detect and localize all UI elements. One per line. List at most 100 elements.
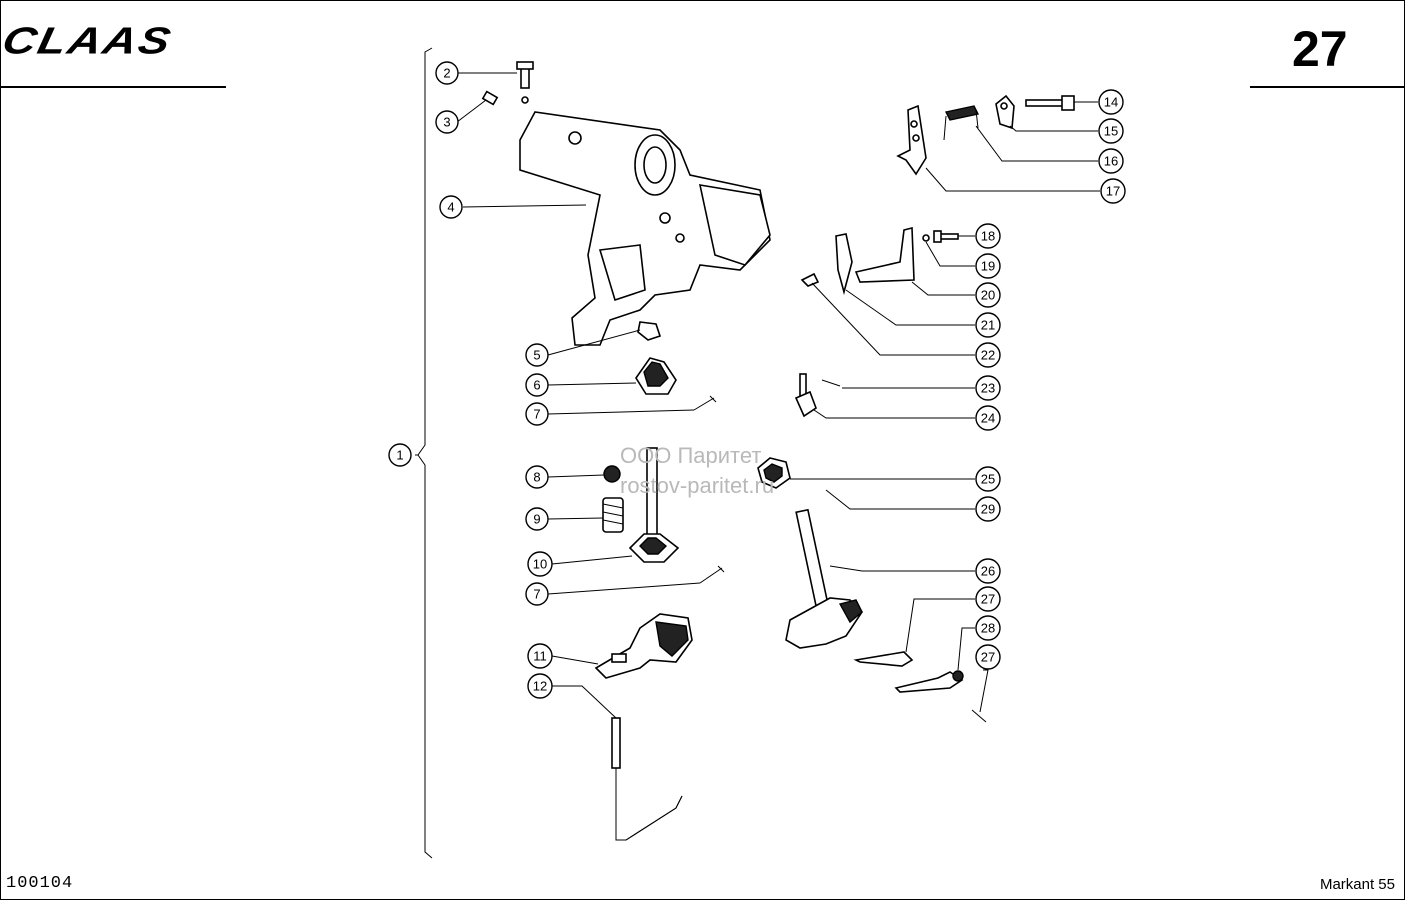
svg-text:26: 26 — [981, 564, 995, 579]
svg-text:21: 21 — [981, 318, 995, 333]
fork-shaft-part-26 — [785, 508, 864, 649]
svg-text:9: 9 — [533, 512, 540, 527]
callout-5: 5 — [525, 343, 549, 367]
callout-15: 15 — [1098, 118, 1124, 144]
bolt-part-14 — [1025, 95, 1075, 111]
svg-text:10: 10 — [533, 557, 547, 572]
svg-text:19: 19 — [981, 259, 995, 274]
leader-lines — [456, 72, 1100, 719]
svg-text:4: 4 — [447, 200, 454, 215]
hook-rod-part-12 — [611, 717, 683, 841]
page-number: 27 — [1292, 21, 1348, 77]
catch-part-24 — [794, 373, 817, 418]
callout-10: 10 — [527, 551, 553, 577]
callout-9: 9 — [525, 507, 549, 531]
svg-text:20: 20 — [981, 288, 995, 303]
spring-part-16 — [943, 105, 980, 141]
pin-part-27c — [971, 709, 987, 723]
callout-16: 16 — [1098, 148, 1124, 174]
callout-6: 6 — [525, 373, 549, 397]
svg-text:27: 27 — [981, 650, 995, 665]
svg-text:6: 6 — [533, 378, 540, 393]
rivet-part-22 — [800, 272, 820, 287]
callout-12: 12 — [527, 673, 553, 699]
callout-7a: 7 — [525, 402, 549, 426]
watermark: ООО Паритет rostov-paritet.ru — [620, 441, 774, 501]
bolt-part-2 — [516, 61, 534, 89]
pin-part-7a — [693, 395, 717, 411]
washer-part-19 — [922, 234, 930, 242]
knife-part-21 — [835, 233, 853, 296]
callout-2: 2 — [435, 61, 459, 85]
svg-text:14: 14 — [1104, 95, 1118, 110]
header-rule-right — [1250, 86, 1405, 88]
callout-7b: 7 — [525, 582, 549, 606]
model-name: Markant 55 — [1319, 876, 1395, 893]
svg-text:18: 18 — [981, 229, 995, 244]
watermark-line-2: rostov-paritet.ru — [620, 473, 775, 498]
callout-11: 11 — [527, 643, 553, 669]
bracket-part-20 — [854, 226, 915, 283]
svg-text:24: 24 — [981, 411, 995, 426]
nut-part-25 — [757, 457, 791, 489]
svg-text:7: 7 — [533, 587, 540, 602]
bevel-gear-part-6 — [635, 357, 677, 395]
document-id: 100104 — [6, 874, 74, 893]
callout-25: 25 — [975, 466, 1001, 492]
pin-part-7b — [699, 565, 725, 584]
callout-1: 1 — [388, 443, 412, 467]
svg-text:25: 25 — [981, 472, 995, 487]
svg-text:23: 23 — [981, 381, 995, 396]
lever-part-27a — [853, 651, 914, 667]
shaft-part-10 — [628, 447, 680, 563]
callout-24: 24 — [975, 405, 1001, 431]
callout-27a: 27 — [975, 586, 1001, 612]
svg-text:15: 15 — [1104, 124, 1118, 139]
svg-text:16: 16 — [1104, 154, 1118, 169]
callout-22: 22 — [975, 342, 1001, 368]
callout-19: 19 — [975, 253, 1001, 279]
svg-text:22: 22 — [981, 348, 995, 363]
svg-text:12: 12 — [533, 679, 547, 694]
callout-3: 3 — [435, 110, 459, 134]
callout-29: 29 — [975, 496, 1001, 522]
assembly-bracket — [417, 47, 433, 859]
knife-part-17 — [896, 104, 927, 176]
svg-text:5: 5 — [533, 348, 540, 363]
svg-text:17: 17 — [1106, 184, 1120, 199]
ball-part-8 — [603, 465, 621, 483]
header-rule-left — [0, 86, 226, 88]
clip-part-5 — [637, 321, 662, 341]
callout-21: 21 — [975, 312, 1001, 338]
svg-text:3: 3 — [443, 115, 450, 130]
washer-part — [521, 96, 529, 104]
svg-text:11: 11 — [533, 649, 547, 664]
spring-part-9 — [602, 497, 624, 533]
svg-text:2: 2 — [443, 66, 450, 81]
callout-27b: 27 — [975, 644, 1001, 670]
watermark-line-1: ООО Паритет — [620, 443, 762, 468]
callout-14: 14 — [1098, 89, 1124, 115]
svg-text:28: 28 — [981, 621, 995, 636]
callout-28: 28 — [975, 615, 1001, 641]
callout-8: 8 — [525, 465, 549, 489]
callout-4: 4 — [439, 195, 463, 219]
callout-18: 18 — [975, 223, 1001, 249]
svg-text:7: 7 — [533, 407, 540, 422]
gearbox-housing — [519, 111, 771, 346]
svg-text:8: 8 — [533, 470, 540, 485]
segment-lever-part-11 — [594, 613, 693, 679]
callout-20: 20 — [975, 282, 1001, 308]
pin-part-3 — [481, 90, 499, 106]
callout-17: 17 — [1100, 178, 1126, 204]
callout-23: 23 — [975, 375, 1001, 401]
callout-26: 26 — [975, 558, 1001, 584]
svg-text:27: 27 — [981, 592, 995, 607]
bolt-part-18 — [933, 230, 959, 243]
pin-part-23 — [821, 379, 841, 387]
svg-text:29: 29 — [981, 502, 995, 517]
plate-part-15 — [995, 94, 1015, 130]
svg-text:1: 1 — [396, 448, 403, 463]
lever-part-28 — [894, 670, 964, 693]
